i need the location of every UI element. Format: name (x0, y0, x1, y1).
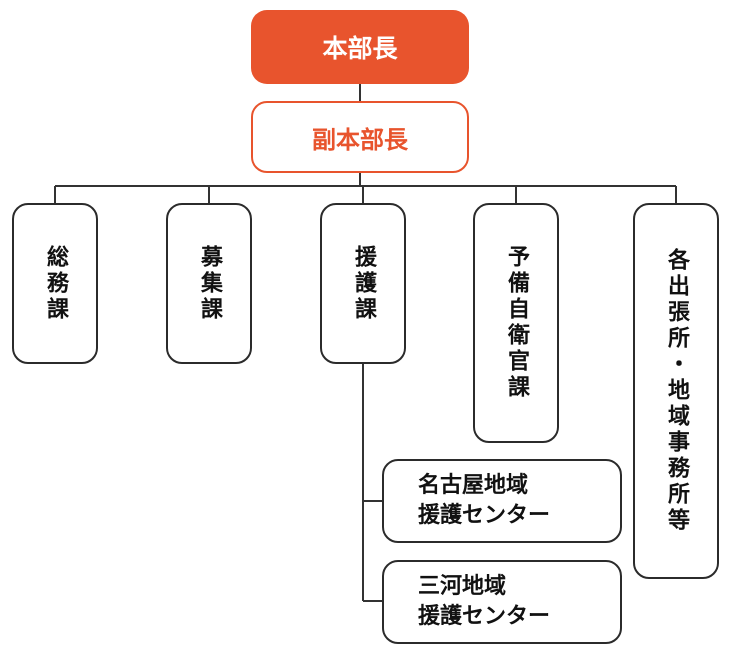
node-label-line2: 援護センター (418, 503, 551, 528)
node-fukuhonbucho: 副本部長 (251, 101, 469, 173)
node-nagoya-center: 名古屋地域 援護センター (382, 459, 622, 543)
node-shuccho: 各出張所・地域事務所等 (633, 203, 719, 579)
node-label-line1: 三河地域 (418, 574, 507, 600)
node-label: 本部長 (322, 34, 398, 63)
node-boshuka: 募集課 (166, 203, 252, 364)
node-label: 募集課 (197, 244, 222, 323)
node-label: 各出張所・地域事務所等 (664, 248, 689, 534)
node-honbucho: 本部長 (251, 10, 469, 84)
node-mikawa-center: 三河地域 援護センター (382, 560, 622, 644)
node-somuka: 総務課 (12, 203, 98, 364)
node-label: 総務課 (43, 244, 68, 323)
node-label-line2: 援護センター (418, 604, 551, 629)
node-label: 予備自衛官課 (504, 245, 529, 401)
node-engoka: 援護課 (320, 203, 406, 364)
node-label-line1: 名古屋地域 (418, 473, 529, 499)
node-label: 副本部長 (312, 125, 408, 154)
node-yobika: 予備自衛官課 (473, 203, 559, 443)
node-label: 援護課 (351, 244, 376, 323)
